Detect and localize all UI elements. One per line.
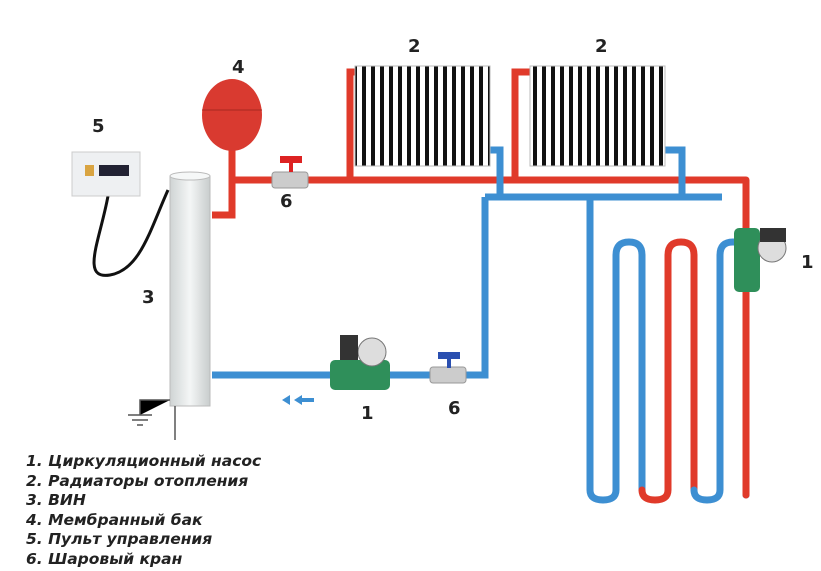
return-pipes [212,146,722,379]
label-pump-right: 1 [801,252,814,273]
legend-item: 1. Циркуляционный насос [26,452,262,470]
ball-valve-bottom [429,352,467,384]
label-radiator-2: 2 [595,36,608,57]
control-panel [71,151,170,277]
radiator-2 [529,65,666,167]
label-radiator-1: 2 [408,36,421,57]
expansion-tank [202,79,262,151]
label-heater: 3 [142,287,155,308]
circulation-pump-right [734,228,787,292]
label-valve-bottom: 6 [448,398,461,419]
legend-item: 5. Пульт управления [26,530,213,548]
legend-item: 3. ВИН [26,491,86,509]
electric-heater [169,171,211,407]
legend-item: 6. Шаровый кран [26,549,183,568]
label-valve-top: 6 [280,191,293,212]
label-control-panel: 5 [92,116,105,137]
radiator-1 [354,65,491,167]
floor-heating-loop [586,176,750,504]
legend-item: 4. Мембранный бак [26,510,203,529]
legend-item: 2. Радиаторы отопления [26,471,249,490]
ball-valve-top [271,156,309,189]
ground-icon [128,399,176,440]
circulation-pump-bottom [330,335,390,390]
flow-arrows-icon [282,395,314,405]
legend: 1. Циркуляционный насос 2. Радиаторы ото… [26,452,261,569]
label-tank: 4 [232,57,245,78]
label-pump-bottom: 1 [361,403,374,424]
